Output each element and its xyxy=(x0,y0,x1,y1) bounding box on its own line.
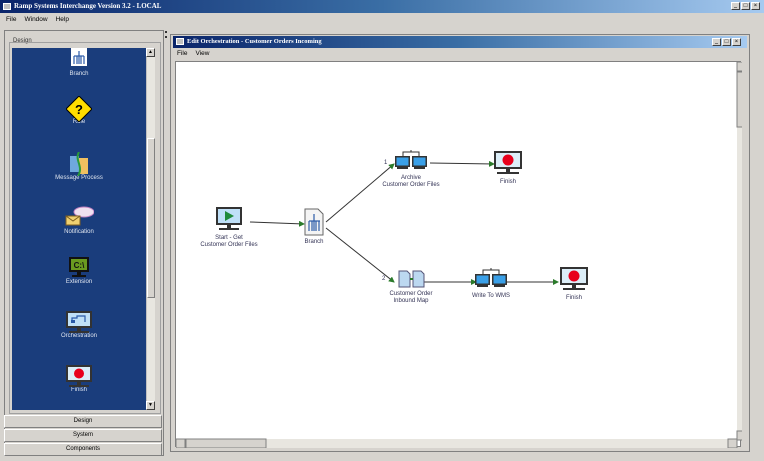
close-button[interactable]: × xyxy=(751,2,760,10)
palette-label: Notification xyxy=(64,229,94,235)
rule-icon: ? xyxy=(65,95,93,123)
window-icon xyxy=(176,38,184,45)
network-icon xyxy=(475,268,507,287)
app-icon xyxy=(3,3,11,10)
tab-components[interactable]: Components xyxy=(4,443,162,456)
scroll-up-button[interactable]: ▲ xyxy=(146,48,155,57)
editor-menu-file[interactable]: File xyxy=(177,50,188,57)
node-label: Customer Order Files xyxy=(200,242,258,248)
node-label: Write To WMS xyxy=(471,293,511,299)
maximize-button[interactable]: □ xyxy=(741,2,750,10)
palette-item-branch[interactable]: Branch xyxy=(12,48,146,77)
orchestration-canvas[interactable]: Start - Get Customer Order Files Branch … xyxy=(175,61,742,448)
node-branch[interactable]: Branch xyxy=(296,208,332,246)
network-icon xyxy=(395,150,427,169)
palette-label: Rule xyxy=(72,119,86,125)
node-write-to-wms[interactable]: Write To WMS xyxy=(466,268,516,300)
scroll-down-button[interactable]: ▼ xyxy=(146,401,155,410)
palette: Branch ? Rule Message Process Notificati… xyxy=(12,48,146,410)
port-number: 2 xyxy=(382,276,386,282)
editor-menu-bar: File View xyxy=(177,49,209,59)
palette-item-notification[interactable]: Notification xyxy=(12,206,146,235)
map-icon xyxy=(398,270,425,288)
editor-title-bar[interactable]: Edit Orchestration - Customer Orders Inc… xyxy=(173,36,747,48)
editor-title: Edit Orchestration - Customer Orders Inc… xyxy=(187,38,322,45)
node-label: Customer Order xyxy=(389,291,433,297)
scroll-thumb[interactable] xyxy=(147,138,155,298)
editor-minimize-button[interactable]: _ xyxy=(712,38,721,46)
tab-system[interactable]: System xyxy=(4,429,162,442)
node-start[interactable]: Start - Get Customer Order Files xyxy=(194,206,264,249)
finish-icon xyxy=(560,267,588,290)
menu-file[interactable]: File xyxy=(6,16,17,23)
node-label: Start - Get xyxy=(215,235,243,241)
node-label: Inbound Map xyxy=(393,298,429,304)
notification-icon xyxy=(65,206,95,226)
node-finish-1[interactable]: Finish xyxy=(490,150,526,186)
palette-item-rule[interactable]: ? Rule xyxy=(12,95,146,125)
editor-menu-view[interactable]: View xyxy=(195,50,210,57)
splitter-handle[interactable] xyxy=(164,30,168,40)
node-label: Archive xyxy=(400,175,421,181)
node-label: Customer Order Files xyxy=(382,182,440,188)
connectors xyxy=(176,62,742,448)
menu-help[interactable]: Help xyxy=(55,16,69,23)
palette-label: Message Process xyxy=(55,175,103,181)
panel-tabs: Design System Components xyxy=(4,415,162,457)
orchestration-icon xyxy=(66,310,92,333)
palette-scrollbar[interactable]: ▲ ▼ xyxy=(146,48,155,410)
app-title-bar[interactable]: Ramp Systems Interchange Version 3.2 - L… xyxy=(0,0,764,13)
group-box xyxy=(9,42,161,414)
svg-text:C:\: C:\ xyxy=(74,261,85,270)
message-process-icon xyxy=(68,151,90,177)
tab-design[interactable]: Design xyxy=(4,415,162,428)
palette-item-extension[interactable]: C:\ Extension xyxy=(12,256,146,285)
finish-icon xyxy=(494,151,522,174)
node-label: Finish xyxy=(565,295,582,301)
palette-item-orchestration[interactable]: Orchestration xyxy=(12,310,146,339)
node-archive[interactable]: 1 Archive Customer Order Files xyxy=(376,150,446,189)
node-customer-order-map[interactable]: 2 Customer Order Inbound Map xyxy=(378,270,444,305)
node-label: Finish xyxy=(499,179,516,185)
extension-icon: C:\ xyxy=(68,256,90,277)
group-label: Design xyxy=(13,38,32,44)
svg-text:?: ? xyxy=(75,102,83,117)
editor-close-button[interactable]: × xyxy=(732,38,741,46)
palette-item-finish[interactable]: Finish xyxy=(12,364,146,393)
menu-window[interactable]: Window xyxy=(24,16,48,23)
editor-maximize-button[interactable]: □ xyxy=(722,38,731,46)
palette-label: Finish xyxy=(70,387,87,393)
node-label: Branch xyxy=(304,239,324,245)
node-finish-2[interactable]: Finish xyxy=(556,266,592,302)
finish-icon xyxy=(66,364,92,387)
palette-label: Orchestration xyxy=(60,333,97,339)
menu-bar: File Window Help xyxy=(0,14,764,26)
start-icon xyxy=(216,207,242,230)
branch-icon xyxy=(304,208,324,236)
branch-icon xyxy=(68,48,90,68)
palette-item-message-process[interactable]: Message Process xyxy=(12,151,146,181)
minimize-button[interactable]: _ xyxy=(731,2,740,10)
port-number: 1 xyxy=(384,160,388,166)
palette-label: Branch xyxy=(69,71,89,77)
edit-orchestration-window: Edit Orchestration - Customer Orders Inc… xyxy=(170,34,750,452)
app-title: Ramp Systems Interchange Version 3.2 - L… xyxy=(14,2,162,10)
palette-label: Extension xyxy=(65,279,93,285)
